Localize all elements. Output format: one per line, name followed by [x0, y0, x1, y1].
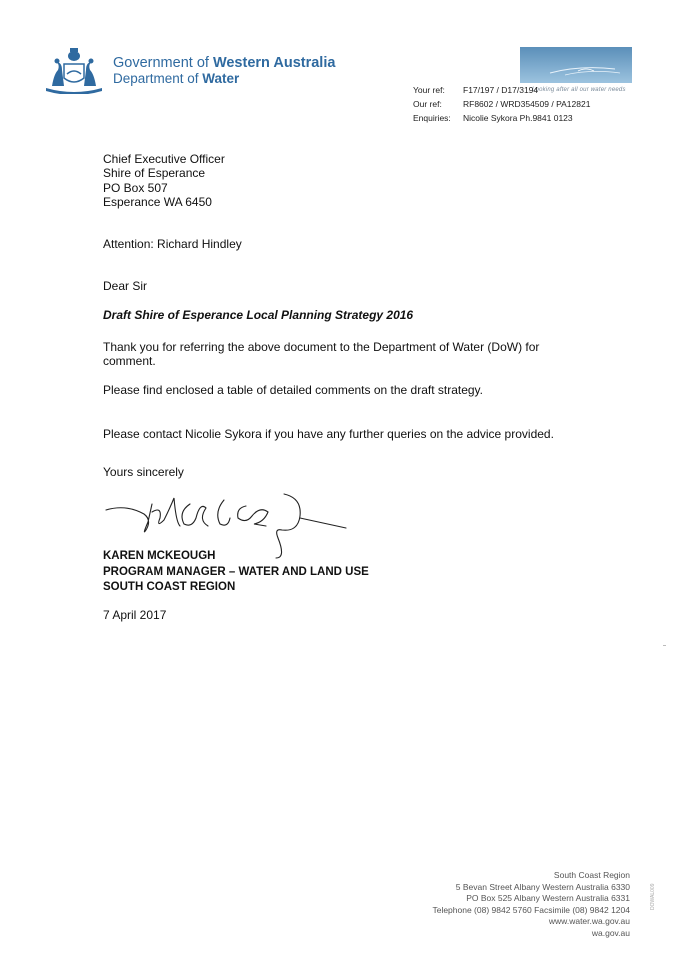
wa-government-crest-logo [46, 48, 102, 94]
government-name: Government of Western Australia [113, 55, 336, 71]
enquiries-label: Enquiries: [413, 113, 451, 123]
footer-line: Telephone (08) 9842 5760 Facsimile (08) … [432, 904, 630, 915]
footer-website[interactable]: www.water.wa.gov.au [548, 916, 630, 927]
signatory-block: KAREN MCKEOUGH PROGRAM MANAGER – WATER A… [103, 549, 369, 596]
handwritten-signature [105, 493, 347, 559]
paragraph-line: Thank you for referring the above docume… [103, 340, 540, 354]
your-ref-value: F17/197 / D17/3194 [463, 85, 539, 95]
document-code: DOWAL009 [650, 883, 656, 911]
reference-block: Your ref: F17/197 / D17/3194 Our ref: RF86… [413, 83, 590, 125]
recipient-line: Shire of Esperance [103, 166, 206, 181]
recipient-line: Esperance WA 6450 [103, 194, 212, 209]
our-ref-label: Our ref: [413, 99, 442, 109]
paragraph-contact: Please contact Nicolie Sykora if you hav… [103, 427, 554, 441]
signatory-name: KAREN MCKEOUGH [103, 550, 216, 562]
footer-line: PO Box 525 Albany Western Australia 6331 [466, 893, 630, 904]
department-name: Department of Water [113, 71, 240, 86]
office-address-footer: South Coast Region 5 Bevan Street Albany… [400, 870, 630, 940]
attention-line: Attention: Richard Hindley [103, 237, 242, 251]
recipient-line: Chief Executive Officer [103, 152, 225, 166]
paragraph-line: comment. [103, 354, 156, 369]
closing: Yours sincerely [103, 465, 184, 479]
footer-line: 5 Bevan Street Albany Western Australia … [455, 881, 630, 892]
paragraph-enclosure: Please find enclosed a table of detailed… [103, 383, 484, 397]
letter-date: 7 April 2017 [103, 608, 167, 622]
enquiries-value: Nicolie Sykora Ph.9841 0123 [463, 113, 573, 123]
signatory-region: SOUTH COAST REGION [103, 581, 236, 593]
signatory-title: PROGRAM MANAGER – WATER AND LAND USE [103, 565, 369, 578]
department-tagline: Looking after all our water needs [532, 87, 626, 93]
paragraph-referral: Thank you for referring the above docume… [103, 340, 539, 369]
salutation: Dear Sir [103, 279, 148, 293]
letter-subject: Draft Shire of Esperance Local Planning … [103, 308, 414, 322]
recipient-line: PO Box 507 [103, 180, 168, 195]
recipient-address: Chief Executive Officer Shire of Esperan… [103, 152, 225, 209]
our-ref-value: RF8602 / WRD354509 / PA12821 [463, 99, 591, 109]
water-banner-image [520, 47, 632, 95]
footer-line: South Coast Region [553, 870, 630, 880]
scan-mark [663, 645, 666, 646]
your-ref-label: Your ref: [413, 85, 445, 95]
footer-website[interactable]: wa.gov.au [591, 927, 630, 938]
